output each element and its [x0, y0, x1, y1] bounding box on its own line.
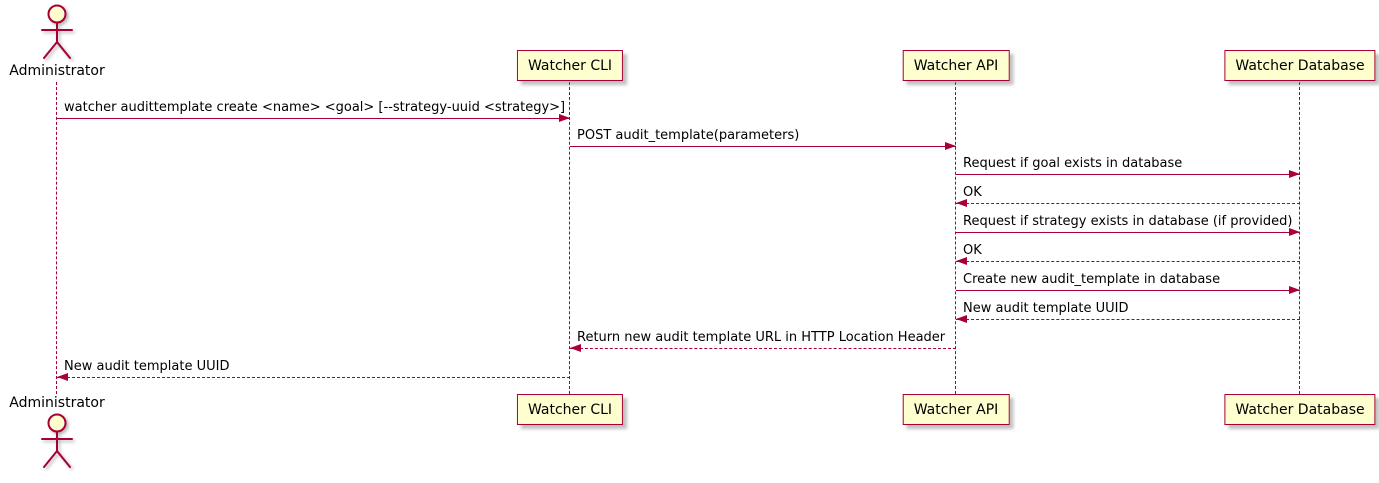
message-arrowhead-7	[956, 315, 967, 323]
participant-box-watcher-cli: Watcher CLI	[516, 50, 624, 81]
message-label-6: Create new audit_template in database	[963, 272, 1221, 287]
message-arrowhead-2	[1289, 170, 1300, 178]
actor-icon	[35, 4, 79, 62]
message-line-1	[570, 146, 956, 147]
message-label-5: OK	[963, 243, 982, 258]
message-arrowhead-0	[559, 114, 570, 122]
participant-box-watcher-database: Watcher Database	[1224, 50, 1376, 81]
participant-box-watcher-api: Watcher API	[902, 394, 1010, 425]
actor-icon	[35, 413, 79, 471]
participant-box-watcher-cli: Watcher CLI	[516, 394, 624, 425]
lifeline-watcher-api	[955, 82, 956, 394]
message-arrowhead-1	[945, 142, 956, 150]
message-label-0: watcher audittemplate create <name> <goa…	[64, 100, 566, 115]
message-line-8	[570, 348, 956, 349]
message-arrowhead-8	[570, 344, 581, 352]
message-line-9	[57, 377, 570, 378]
message-line-3	[956, 203, 1300, 204]
lifeline-administrator	[56, 82, 57, 394]
message-label-1: POST audit_template(parameters)	[577, 128, 800, 143]
message-arrowhead-3	[956, 199, 967, 207]
message-line-2	[956, 174, 1300, 175]
participant-label-administrator: Administrator	[9, 63, 105, 79]
message-line-4	[956, 232, 1300, 233]
message-label-7: New audit template UUID	[963, 301, 1129, 316]
message-label-4: Request if strategy exists in database (…	[963, 214, 1293, 229]
message-line-7	[956, 319, 1300, 320]
message-line-6	[956, 290, 1300, 291]
message-arrowhead-5	[956, 257, 967, 265]
message-label-9: New audit template UUID	[64, 359, 230, 374]
message-arrowhead-9	[57, 373, 68, 381]
participant-box-watcher-api: Watcher API	[902, 50, 1010, 81]
message-arrowhead-6	[1289, 286, 1300, 294]
lifeline-watcher-cli	[569, 82, 570, 394]
lifeline-watcher-database	[1299, 82, 1300, 394]
participant-box-watcher-database: Watcher Database	[1224, 394, 1376, 425]
message-label-8: Return new audit template URL in HTTP Lo…	[577, 330, 946, 345]
message-line-5	[956, 261, 1300, 262]
message-label-2: Request if goal exists in database	[963, 156, 1183, 171]
participant-label-administrator: Administrator	[9, 395, 105, 411]
message-line-0	[57, 118, 570, 119]
message-label-3: OK	[963, 185, 982, 200]
message-arrowhead-4	[1289, 228, 1300, 236]
